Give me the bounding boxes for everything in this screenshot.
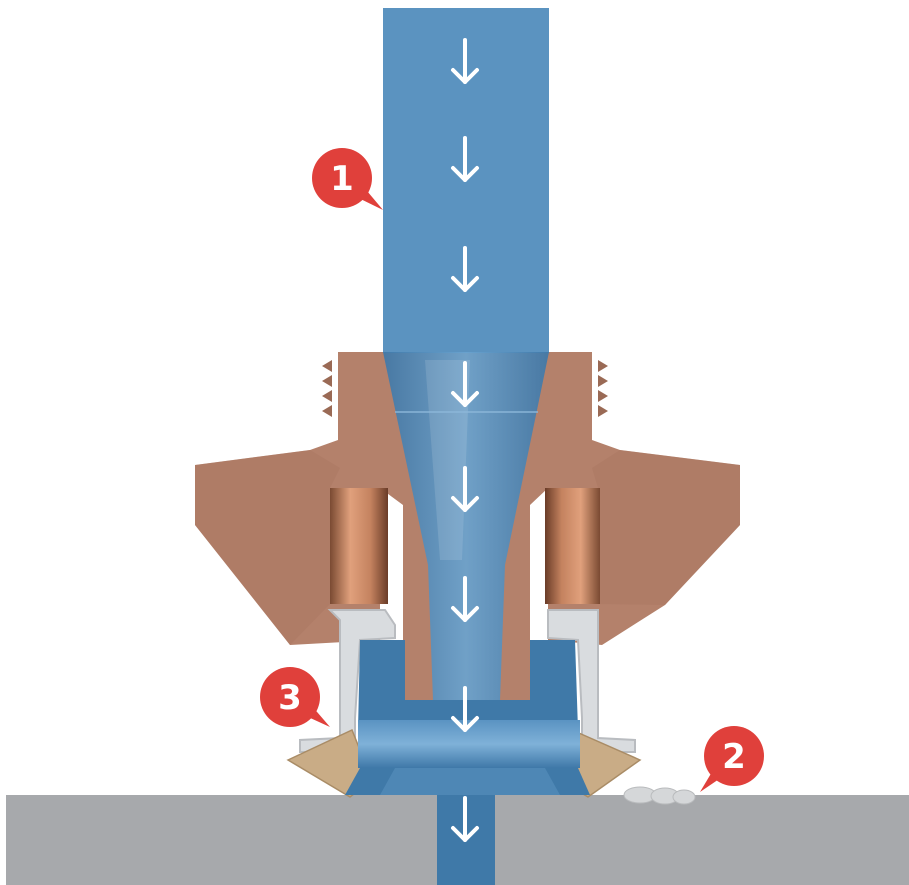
down-arrow-icon	[451, 466, 479, 512]
callout-marker-icon	[260, 667, 320, 727]
retaining-cap-left	[299, 609, 396, 753]
fluid-cone	[383, 352, 549, 700]
spray-chamber	[358, 640, 578, 730]
flow-arrows	[451, 38, 479, 842]
down-arrow-icon	[451, 361, 479, 407]
down-arrow-icon	[451, 686, 479, 732]
bore-left	[330, 488, 388, 604]
thread-left	[322, 360, 332, 417]
spray-fan	[345, 768, 590, 795]
callout-marker-3: 3	[260, 667, 330, 727]
callout-marker-2: 2	[700, 726, 764, 792]
callout-marker-1: 1	[312, 148, 383, 210]
callout-marker-icon	[704, 726, 764, 786]
spatter-droplets	[623, 786, 696, 805]
callouts: 1 2 3	[260, 148, 764, 792]
down-arrow-icon	[451, 796, 479, 842]
down-arrow-icon	[451, 246, 479, 292]
callout-marker-icon	[312, 148, 372, 208]
down-arrow-icon	[451, 136, 479, 182]
callout-number: 3	[278, 678, 302, 718]
down-arrow-icon	[451, 38, 479, 84]
callout-number: 2	[722, 737, 746, 777]
bore-right	[545, 488, 600, 604]
down-arrow-icon	[451, 576, 479, 622]
thread-right	[598, 360, 608, 417]
callout-number: 1	[330, 159, 354, 199]
